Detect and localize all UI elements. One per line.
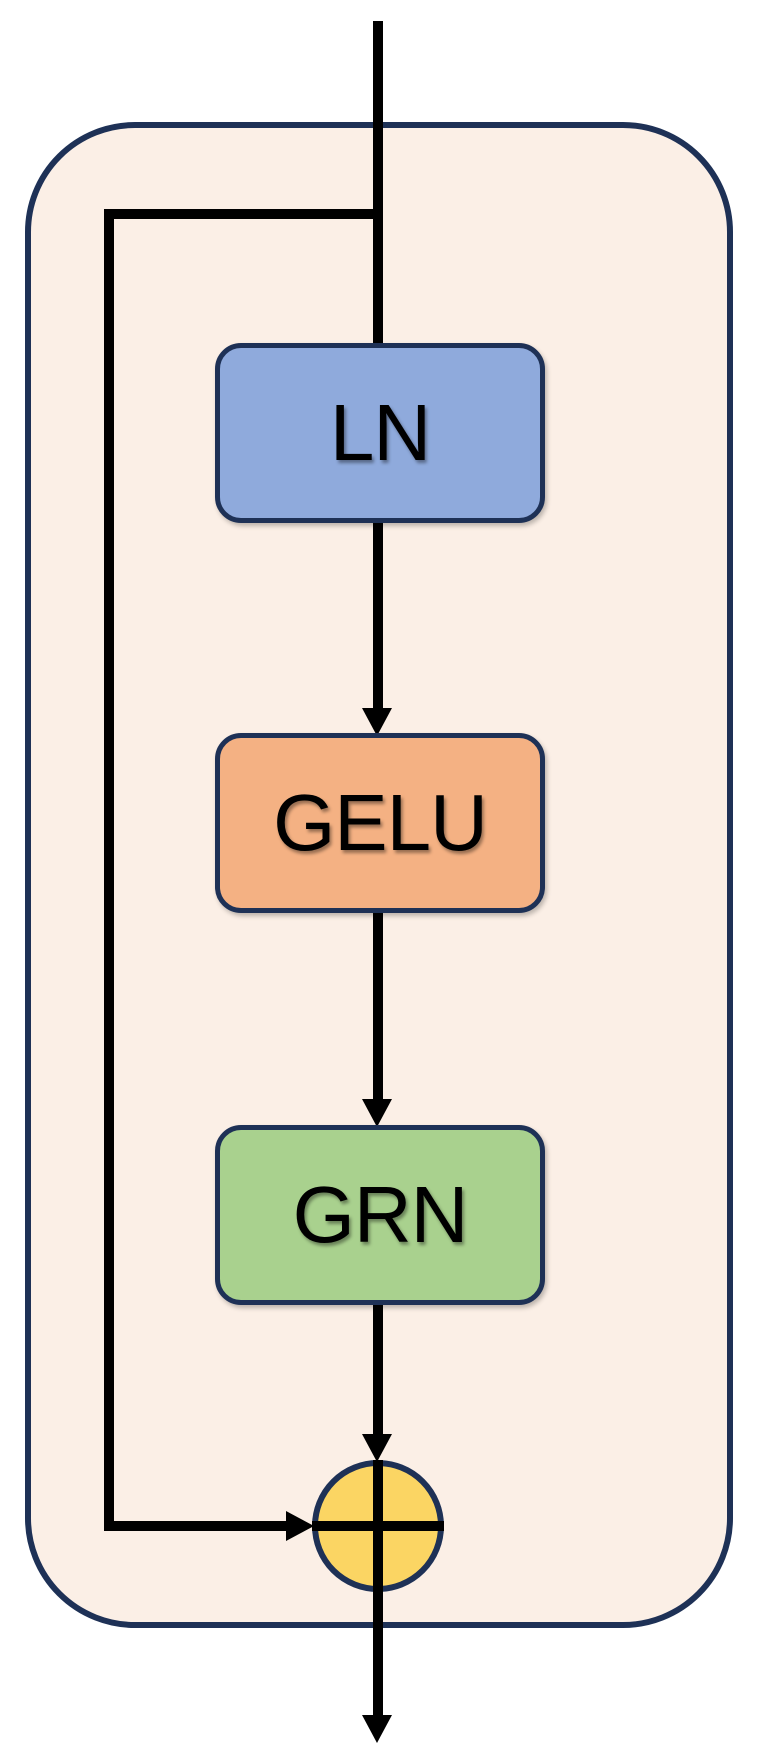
node-gelu-label: GELU [273, 778, 488, 867]
node-ln-label: LN [329, 388, 431, 477]
skip-connection-bottom-line [104, 1521, 286, 1531]
node-grn: GRN [215, 1125, 545, 1305]
arrowhead-right-icon [286, 1511, 314, 1541]
node-grn-label: GRN [292, 1170, 469, 1259]
edge-gelu-to-grn [373, 913, 383, 1099]
input-line [373, 21, 383, 343]
node-gelu: GELU [215, 733, 545, 913]
arrowhead-down-icon [362, 1715, 392, 1743]
skip-connection-left-line [104, 209, 114, 1531]
plus-horizontal-line [312, 1521, 444, 1531]
edge-ln-to-gelu [373, 523, 383, 708]
arrowhead-down-icon [362, 1434, 392, 1462]
edge-grn-to-add [373, 1305, 383, 1434]
plus-vertical-and-output-line [373, 1460, 383, 1715]
node-ln: LN [215, 343, 545, 523]
skip-connection-top-line [104, 209, 383, 219]
arrowhead-down-icon [362, 708, 392, 736]
arrowhead-down-icon [362, 1099, 392, 1127]
